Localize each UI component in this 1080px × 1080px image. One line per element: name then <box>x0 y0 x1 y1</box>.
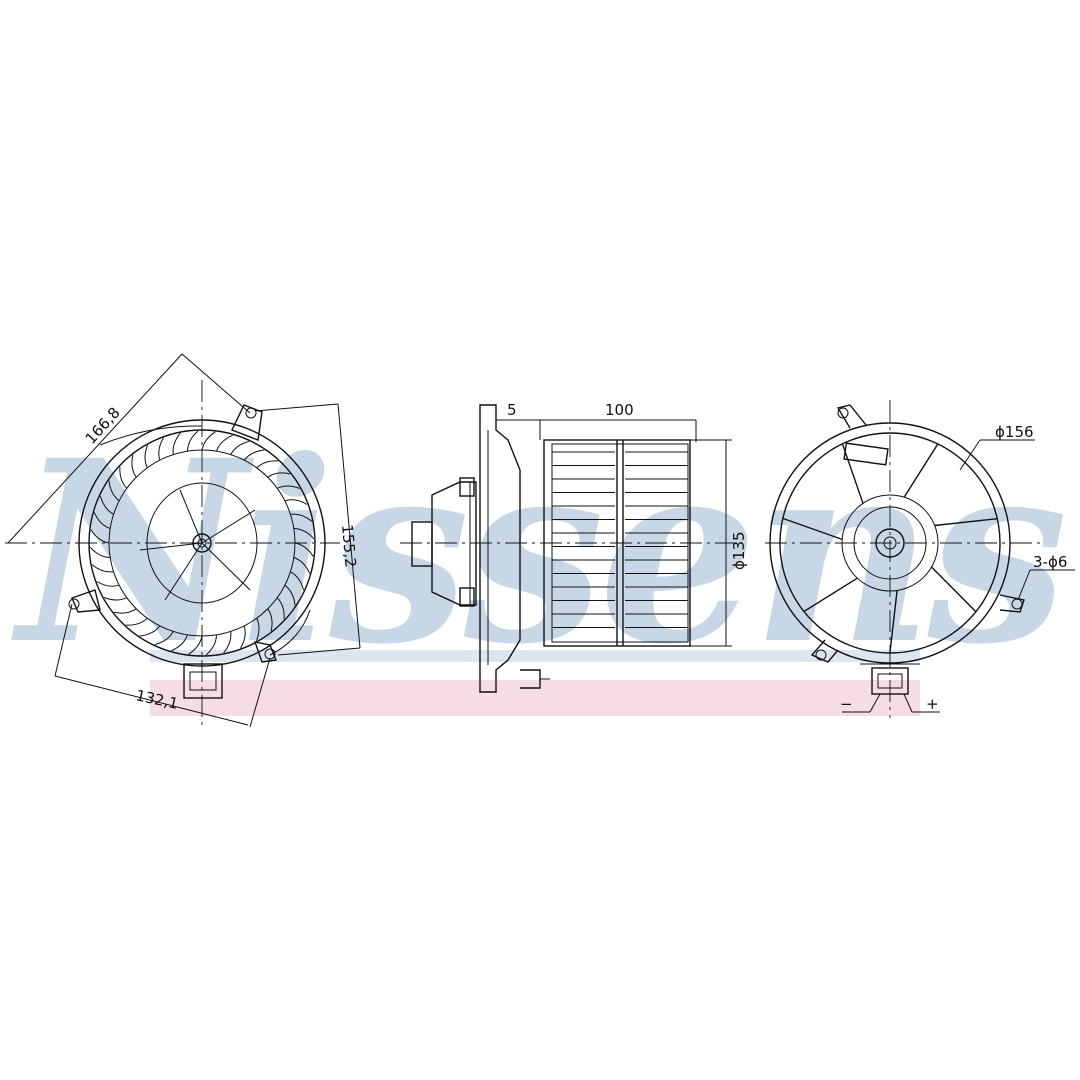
dim-holes: 3-ϕ6 <box>1033 553 1067 571</box>
fan-blade <box>267 608 273 632</box>
fan-blade <box>293 557 311 574</box>
rear-rib <box>803 577 858 613</box>
fan-blade <box>201 431 216 451</box>
fan-blade <box>256 617 260 641</box>
watermark: Nissens <box>11 405 1070 716</box>
fan-blade <box>276 597 285 620</box>
fan-blade <box>93 512 111 529</box>
fan-blade <box>293 528 315 540</box>
fan-blade <box>240 625 246 649</box>
rear-rib <box>889 590 898 654</box>
fan-blade <box>131 454 137 478</box>
dim-diameter-rear: ϕ156 <box>995 423 1034 441</box>
rear-rib <box>934 518 998 527</box>
fan-blade <box>267 472 291 478</box>
dim-offset: 5 <box>507 401 517 419</box>
fan-blade <box>172 432 181 455</box>
fan-blade <box>205 634 217 656</box>
fan-blade <box>139 625 161 637</box>
fan-blade <box>171 634 188 652</box>
fan-blade <box>108 480 120 502</box>
fan-blade <box>243 449 265 461</box>
fan-blade <box>125 617 148 626</box>
fan-blade <box>223 631 232 654</box>
fan-blade <box>99 495 114 515</box>
rear-view: ϕ156 3-ϕ6 − + <box>765 400 1075 718</box>
rear-ribs <box>782 443 998 654</box>
fan-blade <box>290 571 305 591</box>
dim-height: 155,2 <box>338 524 360 568</box>
rear-rib <box>931 566 977 613</box>
rear-rib <box>782 517 843 541</box>
fan-blades <box>89 430 315 656</box>
watermark-text: Nissens <box>11 405 1064 699</box>
fan-blade <box>284 584 296 606</box>
terminal-positive: + <box>926 695 939 713</box>
fan-blade <box>90 529 110 544</box>
fan-blade <box>294 542 314 557</box>
fan-blade <box>113 608 137 614</box>
dim-diameter-side: ϕ135 <box>730 531 748 570</box>
fan-blade <box>144 445 148 469</box>
fan-blade <box>230 440 250 455</box>
watermark-band <box>150 680 920 716</box>
rear-rib <box>903 443 939 498</box>
rear-rib <box>841 443 864 504</box>
fan-blade <box>188 635 203 655</box>
dim-length: 100 <box>605 401 634 419</box>
side-view: 5 100 ϕ135 <box>400 401 748 693</box>
fan-blade <box>276 485 300 489</box>
fan-blade <box>158 437 164 461</box>
fan-blade <box>154 631 174 646</box>
fan-blade <box>187 430 199 452</box>
fan-blade <box>89 546 111 558</box>
wheel-vanes <box>552 451 688 628</box>
fan-blade <box>256 460 279 469</box>
watermark-bar <box>150 650 920 662</box>
fan-blade <box>96 581 120 587</box>
fan-blade <box>104 597 128 601</box>
fan-blade <box>284 499 308 505</box>
fan-blade <box>119 466 128 489</box>
fan-blade <box>91 564 114 573</box>
terminal-negative: − <box>840 695 853 713</box>
fan-blade <box>216 434 233 452</box>
fan-blade <box>290 513 313 522</box>
